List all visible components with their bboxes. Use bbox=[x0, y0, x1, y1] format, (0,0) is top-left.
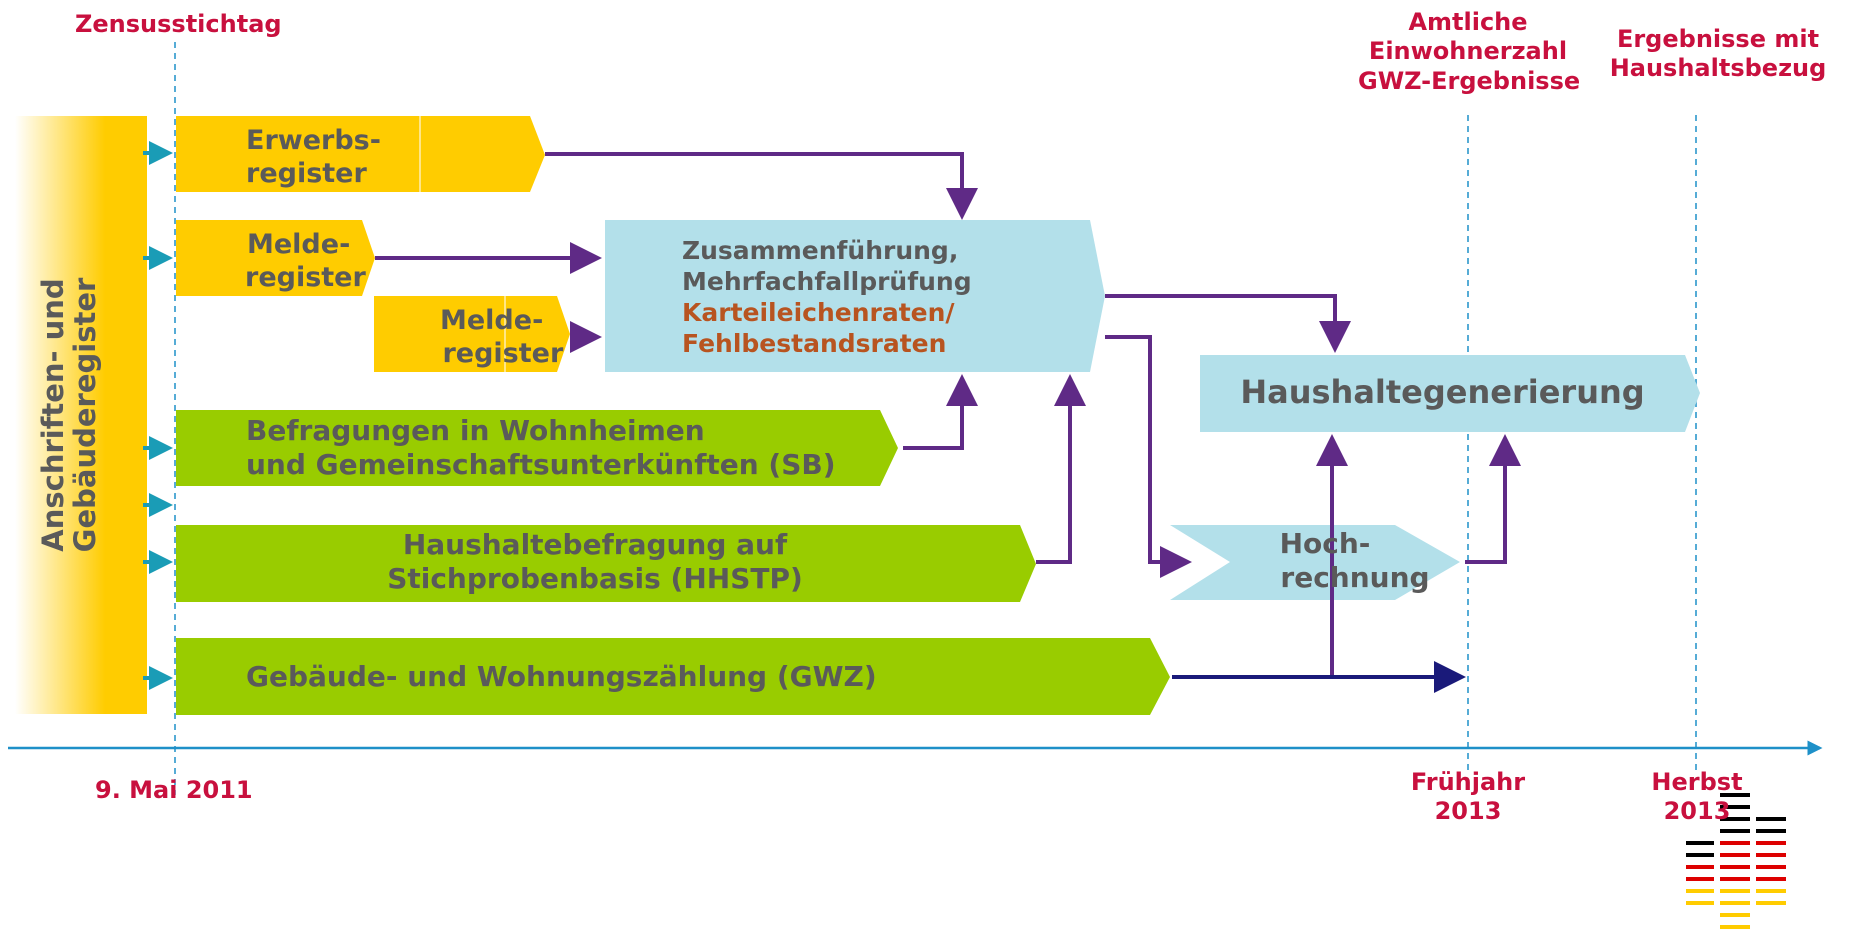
arrow-employment-to-merge bbox=[545, 152, 978, 220]
merge-shape bbox=[605, 220, 1105, 372]
extrapolation-shape bbox=[1170, 525, 1460, 600]
employment-register-label: Erwerbs- register bbox=[246, 125, 381, 189]
spring-milestone-title: Amtliche Einwohnerzahl GWZ-Ergebnisse bbox=[1358, 8, 1581, 95]
registration-register-1-shape bbox=[176, 220, 375, 296]
household-survey-shape bbox=[176, 525, 1036, 602]
spring-date-label: Frühjahr 2013 bbox=[1410, 768, 1526, 826]
building-census-shape bbox=[176, 638, 1170, 715]
autumn-date-label: Herbst 2013 bbox=[1651, 768, 1743, 826]
logo-column-right bbox=[1756, 817, 1786, 905]
start-date-label: 9. Mai 2011 bbox=[95, 776, 253, 804]
merge-label: Zusammenführung, Mehrfachfallprüfung bbox=[682, 236, 972, 296]
dormitory-survey-label: Befragungen in Wohnheimen und Gemeinscha… bbox=[246, 414, 836, 482]
arrow-dormitory-to-merge bbox=[903, 374, 978, 450]
registration-register-1-label: Melde- register bbox=[245, 229, 366, 293]
stichtag-label: Zensusstichtag bbox=[75, 10, 282, 38]
autumn-milestone-title: Ergebnisse mit Haushaltsbezug bbox=[1609, 25, 1827, 83]
registration-register-2-shape bbox=[374, 296, 570, 372]
building-census-label: Gebäude- und Wohnungszählung (GWZ) bbox=[246, 660, 877, 693]
arrow-household-survey-to-merge bbox=[1036, 374, 1086, 564]
household-generation-shape bbox=[1200, 355, 1700, 432]
employment-register-shape bbox=[176, 116, 545, 192]
bundesadler-stripes-logo bbox=[1686, 793, 1786, 929]
logo-column-middle bbox=[1720, 793, 1750, 929]
arrow-merge-to-generation bbox=[1105, 294, 1351, 353]
arrow-extrapolation-to-generation bbox=[1465, 434, 1521, 564]
arrow-merge-to-extrapolation bbox=[1105, 335, 1192, 578]
extrapolation-label: Hoch- rechnung bbox=[1279, 527, 1430, 595]
registration-register-2-label: Melde- register bbox=[440, 305, 564, 369]
household-generation-label: Haushaltegenerierung bbox=[1240, 373, 1645, 411]
address-register-bar bbox=[105, 116, 147, 714]
logo-column-left bbox=[1686, 841, 1714, 905]
purple-connectors bbox=[375, 152, 1521, 677]
address-register-fade bbox=[15, 116, 105, 714]
merge-rates-label: Karteileichenraten/ Fehlbestandsraten bbox=[682, 298, 955, 358]
household-survey-label: Haushaltebefragung auf Stichprobenbasis … bbox=[387, 528, 803, 596]
address-register-arrows bbox=[143, 141, 173, 690]
dormitory-survey-shape bbox=[176, 410, 898, 486]
